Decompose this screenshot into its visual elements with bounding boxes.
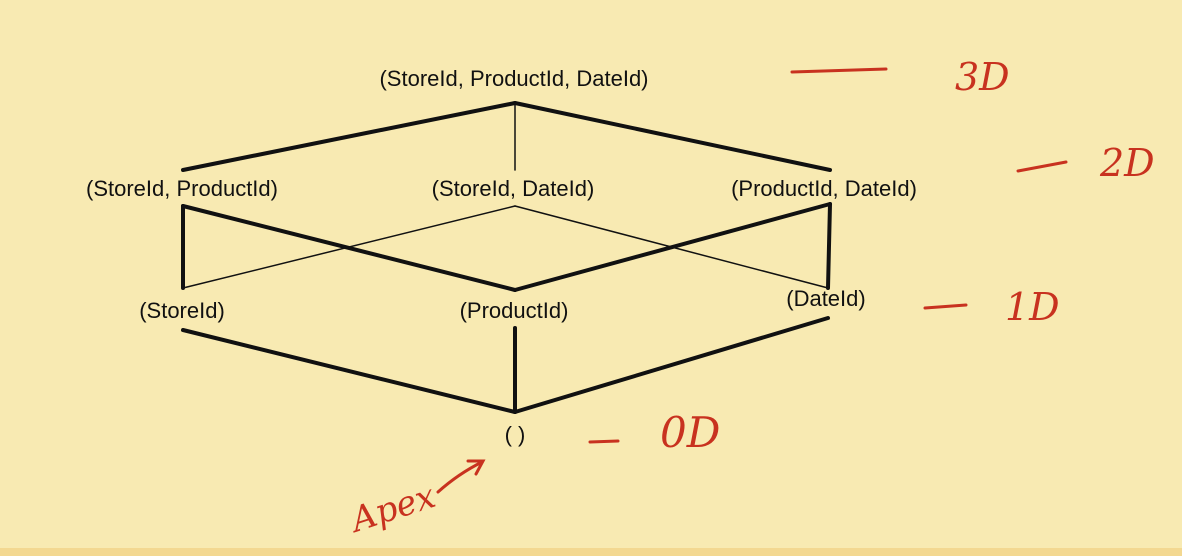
edge-product-date-date bbox=[826, 202, 832, 290]
node-product-date: (ProductId, DateId) bbox=[731, 176, 917, 201]
edge-top-store-product bbox=[181, 101, 517, 172]
bottom-band bbox=[0, 548, 1182, 556]
label-1d: 1D bbox=[1005, 285, 1060, 329]
dash-2d bbox=[1016, 160, 1068, 173]
node-top: (StoreId, ProductId, DateId) bbox=[379, 66, 648, 91]
node-store: (StoreId) bbox=[139, 298, 225, 323]
edge-top-product-date bbox=[513, 101, 832, 172]
edge-product-date-product bbox=[513, 202, 832, 292]
node-store-date: (StoreId, DateId) bbox=[432, 176, 595, 201]
node-store-product: (StoreId, ProductId) bbox=[86, 176, 278, 201]
edge-date-empty bbox=[513, 316, 830, 414]
dash-0d bbox=[588, 439, 620, 444]
node-empty: ( ) bbox=[505, 422, 526, 447]
edge-store-date-store bbox=[182, 205, 516, 289]
edge-store-empty bbox=[181, 328, 517, 414]
node-product: (ProductId) bbox=[460, 298, 569, 323]
apex-arrow bbox=[436, 459, 486, 494]
dash-1d bbox=[923, 303, 968, 310]
label-3d: 3D bbox=[955, 55, 1010, 99]
node-date: (DateId) bbox=[786, 286, 865, 311]
edge-store-product-product bbox=[181, 204, 517, 292]
label-0d: 0D bbox=[660, 408, 720, 457]
apex-label: Apex bbox=[344, 476, 441, 541]
dash-3d bbox=[790, 67, 888, 74]
label-2d: 2D bbox=[1099, 141, 1155, 185]
